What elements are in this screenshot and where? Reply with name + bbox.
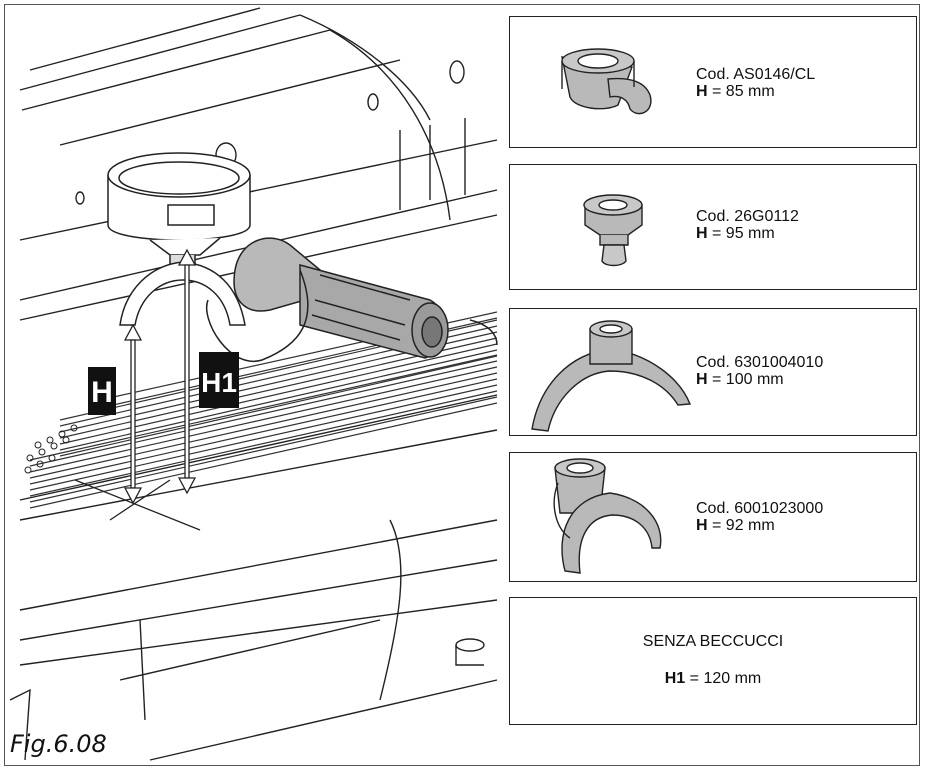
spout-4-spec: Cod. 6001023000 H = 92 mm xyxy=(696,500,823,534)
no-spout-title: SENZA BECCUCCI xyxy=(642,633,784,650)
double-spout-icon xyxy=(531,320,692,432)
elbow-spout-icon xyxy=(561,48,652,115)
tall-double-spout-icon xyxy=(553,458,662,574)
spout-4-code: Cod. 6001023000 xyxy=(696,500,824,517)
spout-4-height: H = 92 mm xyxy=(696,517,775,534)
no-spout-panel: SENZA BECCUCCI H1 = 120 mm xyxy=(509,597,917,725)
spout-panel-1: Cod. AS0146/CL H = 85 mm xyxy=(509,16,917,148)
spout-3-spec: Cod. 6301004010 H = 100 mm xyxy=(696,354,823,388)
spout-3-height: H = 100 mm xyxy=(696,371,784,388)
spout-2-height: H = 95 mm xyxy=(696,225,775,242)
spout-1-code: Cod. AS0146/CL xyxy=(696,66,816,83)
spout-panel-3: Cod. 6301004010 H = 100 mm xyxy=(509,308,917,436)
figure-frame xyxy=(4,4,920,766)
marker-h1-box xyxy=(199,352,239,408)
spout-1-spec: Cod. AS0146/CL H = 85 mm xyxy=(696,66,815,100)
spout-panel-4: Cod. 6001023000 H = 92 mm xyxy=(509,452,917,582)
marker-h-text: H xyxy=(91,376,113,409)
spout-1-height: H = 85 mm xyxy=(696,83,775,100)
spout-3-code: Cod. 6301004010 xyxy=(696,354,824,371)
machine-illustration: H H1 xyxy=(9,7,498,761)
installed-spout xyxy=(119,261,246,326)
spout-panel-2: Cod. 26G0112 H = 95 mm xyxy=(509,164,917,290)
spout-2-code: Cod. 26G0112 xyxy=(696,208,799,225)
spout-2-spec: Cod. 26G0112 H = 95 mm xyxy=(696,208,799,242)
marker-h1-text: H1 xyxy=(201,367,237,398)
straight-spout-icon xyxy=(583,194,643,267)
no-spout-height: H1 = 120 mm xyxy=(664,670,762,687)
marker-h-box xyxy=(88,367,116,415)
figure-label: Fig.6.08 xyxy=(10,730,107,758)
